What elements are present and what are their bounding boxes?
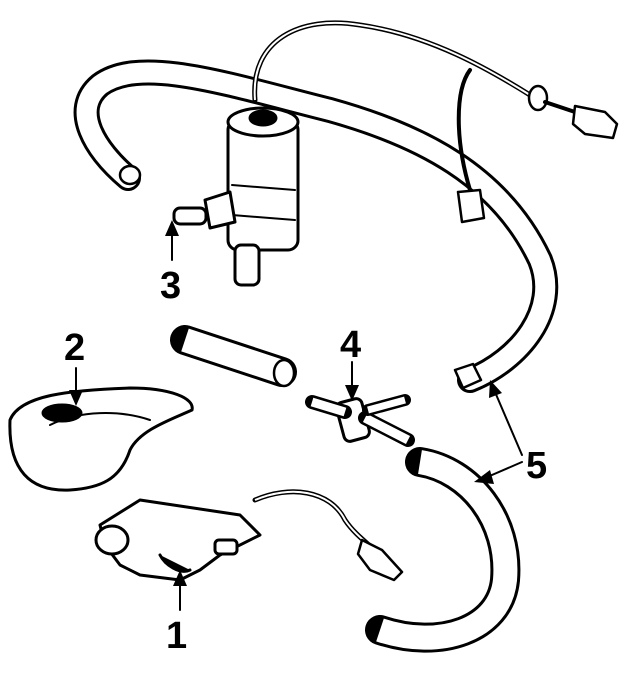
callout-5: 5 [526, 445, 547, 487]
upper-hose [73, 59, 559, 393]
callout-2: 2 [64, 327, 85, 369]
check-valve [305, 394, 415, 447]
hose-end-right [453, 362, 483, 390]
upper-wiring [252, 20, 619, 224]
callout-1: 1 [166, 615, 187, 657]
washer-pump-upper [172, 106, 300, 287]
callout-3: 3 [160, 265, 181, 307]
wire-plug [456, 188, 486, 224]
callout-4: 4 [340, 324, 361, 366]
washer-pump-lower [94, 489, 404, 582]
short-hose [170, 325, 297, 388]
wire-connector [571, 104, 619, 140]
lower-hose [365, 447, 521, 653]
hose-end [118, 164, 142, 186]
callout-arrows [69, 220, 523, 611]
washer-nozzle-cover [8, 386, 194, 492]
